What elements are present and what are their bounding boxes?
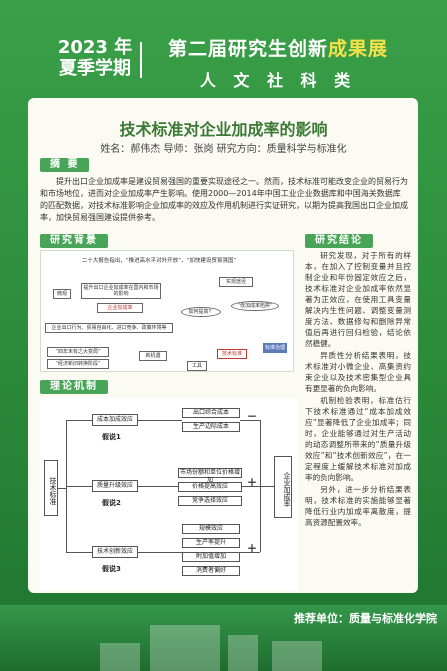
standard-governance-arrow: 标准治理 (263, 343, 287, 353)
connector (242, 486, 260, 487)
factors-box: 企业出口行为、贸易自由化、进口竞争、政策环境等 (45, 323, 173, 333)
policy-text: 二十大报告指出，“推进高水平对外开放”，“加快建设贸易强国” (59, 257, 259, 265)
how-question: 如何提高？ (181, 307, 221, 317)
great-change-box: “四年未有之大变局” (47, 347, 109, 357)
footer-band: 推荐单位：质量与标准化学院 (0, 605, 447, 671)
mech-outcome-box: 企业加成率 (274, 456, 292, 518)
conclusion-text: 研究发现，对于所有的样本，在加入了控制变量并且控制企业和年份固定效应之后，技术标… (305, 250, 411, 529)
connector (58, 488, 66, 489)
connector (66, 486, 92, 487)
conclusion-paragraph: 异质性分析结果表明，技术标准对小微企业、高集资约束企业以及技术密集型企业具有更显… (305, 351, 411, 393)
mech-factor-box: 生产边际成本 (182, 422, 240, 432)
mechanism-diagram: 技术标准 成本加成效应 质量升级效应 技术创新效应 假说1 假说2 假说3 出口… (40, 398, 298, 590)
mech-factor-box: 出口综合成本 (182, 408, 240, 418)
campus-building-icon (228, 635, 258, 671)
header-year: 2023 年 (57, 37, 133, 58)
campus-building-icon (150, 625, 220, 671)
connector (138, 552, 182, 553)
sign-negative: － (247, 412, 257, 423)
sign-positive: ＋ (247, 478, 257, 489)
mech-factor-box: 规模效应 (182, 524, 240, 534)
sign-positive: ＋ (247, 544, 257, 555)
connector (240, 552, 260, 553)
header-left: 2023 年 夏季学期 (50, 38, 140, 80)
exhibition-title: 第二届研究生创新成果展 (148, 34, 408, 61)
quality-upgrade-effect-box: 质量升级效应 (92, 480, 138, 492)
mech-factor-box: 市场份额和单位价格增加 (178, 468, 242, 484)
conclusion-paragraph: 另外，进一步分析结果表明，技术标准的实施能够显著降低行业内加成率离散度，提高资源… (305, 485, 411, 527)
tech-standard-box: 技术标准 (217, 349, 247, 359)
conclusion-paragraph: 研究发现，对于所有的样本，在加入了控制变量并且控制企业和年份固定效应之后，技术标… (305, 251, 411, 348)
section-conclusion-label: 研究结论 (305, 234, 373, 248)
mech-factor-box: 价格提高效应 (178, 482, 242, 492)
campus-building-icon (272, 641, 322, 671)
goal-box: 提升出口企业加成率在国内和市场的影响 (81, 283, 161, 299)
path-box: 实现途径 (219, 277, 253, 287)
mech-root-box: 技术标准 (44, 460, 58, 516)
section-abstract-label: 摘 要 (40, 158, 90, 172)
exhibition-title-part1: 第二届研究生创新 (167, 38, 328, 60)
connector (138, 486, 182, 487)
markup-box: 企业加成率 (97, 303, 143, 313)
conclusion-paragraph: 机制检验表明，标准估行下技术标准通过“成本加成效应”显著降低了企业加成率；同时，… (305, 396, 411, 482)
connector (240, 420, 260, 421)
header-season: 夏季学期 (59, 58, 131, 79)
recommending-unit: 推荐单位：质量与标准化学院 (294, 612, 437, 625)
connector (66, 552, 92, 553)
hypothesis-2: 假说2 (102, 499, 121, 507)
mech-factor-box: 消费者偏好 (182, 566, 240, 576)
economic-transition-box: “经济新旧转换阶段” (47, 359, 109, 369)
micro-box: 微观 (53, 289, 71, 299)
tech-innovation-effect-box: 技术创新效应 (92, 546, 138, 558)
header-right: 第二届研究生创新成果展 人 文 社 科 类 (148, 34, 408, 91)
exhibition-title-part2: 成果展 (328, 38, 389, 60)
background-diagram: 二十大报告指出，“推进高水平对外开放”，“加快建设贸易强国” 微观 提升出口企业… (40, 250, 294, 372)
connector (66, 420, 92, 421)
exhibition-category: 人 文 社 科 类 (199, 71, 357, 90)
cost-markup-effect-box: 成本加成效应 (92, 414, 138, 426)
mech-factor-box: 附加值增加 (182, 552, 240, 562)
hypothesis-1: 假说1 (102, 433, 121, 441)
connector (138, 420, 182, 421)
tool-box: 工具 (187, 361, 207, 371)
campus-building-icon (100, 643, 140, 671)
poster-title: 技术标准对企业加成率的影响 (119, 120, 328, 139)
abstract-text: 提升出口企业加成率是建设贸易强国的重要实现途径之一。然而，技术标准可能改变企业的… (40, 177, 408, 222)
section-mechanism-label: 理论机制 (40, 380, 108, 394)
section-background-label: 研究背景 (40, 234, 108, 248)
connector (260, 486, 274, 487)
low-markup-trap: “低加成率陷阱” (231, 301, 279, 311)
mech-factor-box: 竞争选择效应 (178, 496, 242, 506)
header-divider (140, 42, 142, 78)
mech-factor-box: 生产率提升 (182, 538, 240, 548)
poster-authors: 姓名：郝伟杰 导师：张岗 研究方向：质量科学与标准化 (100, 144, 347, 155)
hypothesis-3: 假说3 (102, 565, 121, 573)
opportunity-box: 新机遇 (139, 351, 167, 361)
